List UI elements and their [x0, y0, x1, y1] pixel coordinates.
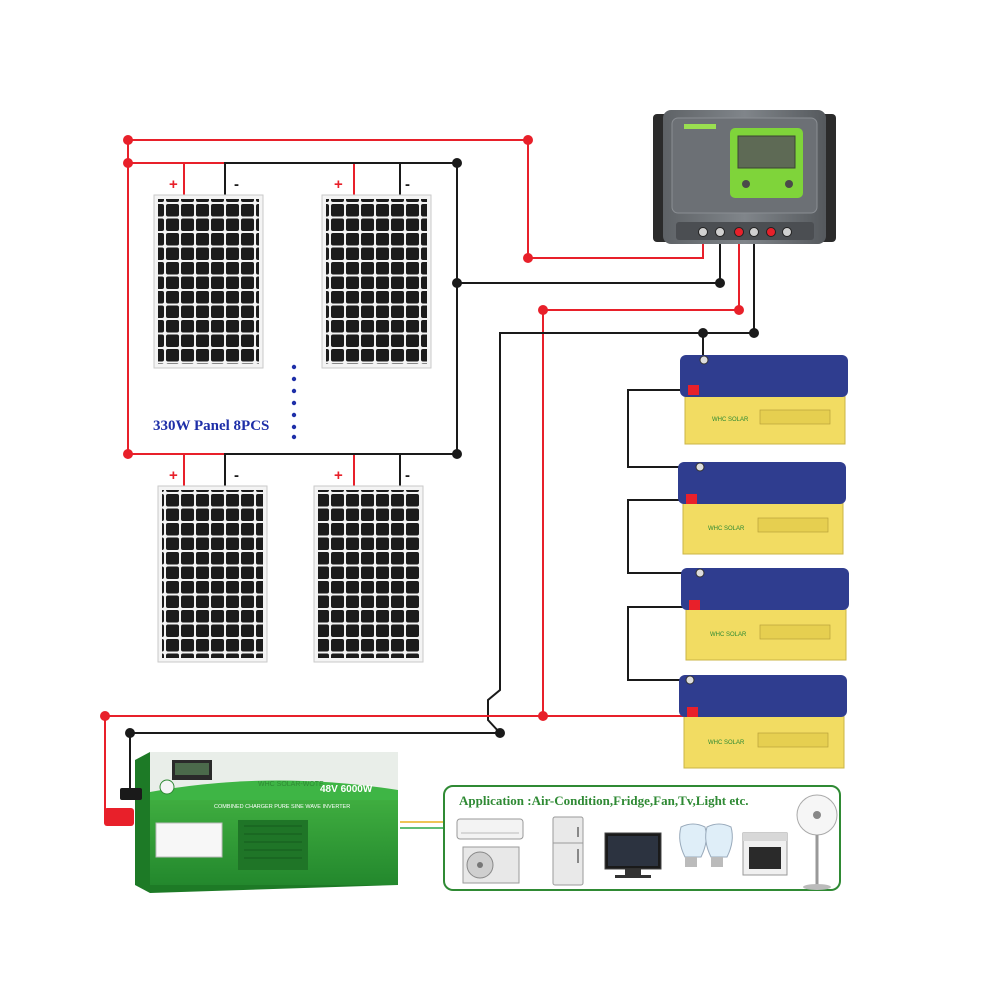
solar-panel-bottom-left [157, 485, 268, 663]
light-bulb-icon [679, 823, 733, 867]
solar-panel-top-right [321, 194, 432, 369]
more-panels-dots [291, 364, 297, 440]
oven-icon [742, 832, 788, 876]
fridge-icon [552, 816, 584, 886]
minus-symbol: - [234, 467, 239, 484]
inverter-subtitle: COMBINED CHARGER PURE SINE WAVE INVERTER [214, 804, 350, 810]
inverter-model: 48V 6000W [320, 784, 373, 795]
application-box: Application :Air-Condition,Fridge,Fan,Tv… [443, 785, 841, 891]
battery-1: WHC SOLAR [680, 355, 848, 445]
battery-brand: WHC SOLAR [708, 526, 745, 532]
battery-3: WHC SOLAR [681, 568, 849, 661]
battery-brand: WHC SOLAR [708, 740, 745, 746]
charge-controller-icon [653, 110, 836, 244]
battery-4: WHC SOLAR [679, 675, 847, 769]
tv-icon [604, 832, 662, 878]
application-title: Application :Air-Condition,Fridge,Fan,Tv… [459, 793, 749, 808]
plus-symbol: + [169, 176, 178, 193]
inverter-brand: WHC SOLAR-WOTE [258, 781, 324, 788]
minus-symbol: - [234, 176, 239, 193]
plus-symbol: + [334, 467, 343, 484]
battery-brand: WHC SOLAR [710, 632, 747, 638]
air-conditioner-icon [456, 818, 524, 884]
inverter-icon: WHC SOLAR-WOTE 48V 6000W COMBINED CHARGE… [104, 752, 398, 893]
minus-symbol: - [405, 176, 410, 193]
battery-2: WHC SOLAR [678, 462, 846, 555]
plus-symbol: + [169, 467, 178, 484]
plus-symbol: + [334, 176, 343, 193]
minus-symbol: - [405, 467, 410, 484]
battery-brand: WHC SOLAR [712, 417, 749, 423]
fan-icon [796, 794, 838, 890]
panel-label: 330W Panel 8PCS [153, 418, 269, 434]
solar-panel-top-left [153, 194, 264, 369]
polarity-labels: + - + - + - + - [169, 176, 410, 484]
appliance-icons [456, 794, 838, 890]
junction-dots [100, 135, 759, 738]
solar-panel-bottom-right [313, 485, 424, 663]
